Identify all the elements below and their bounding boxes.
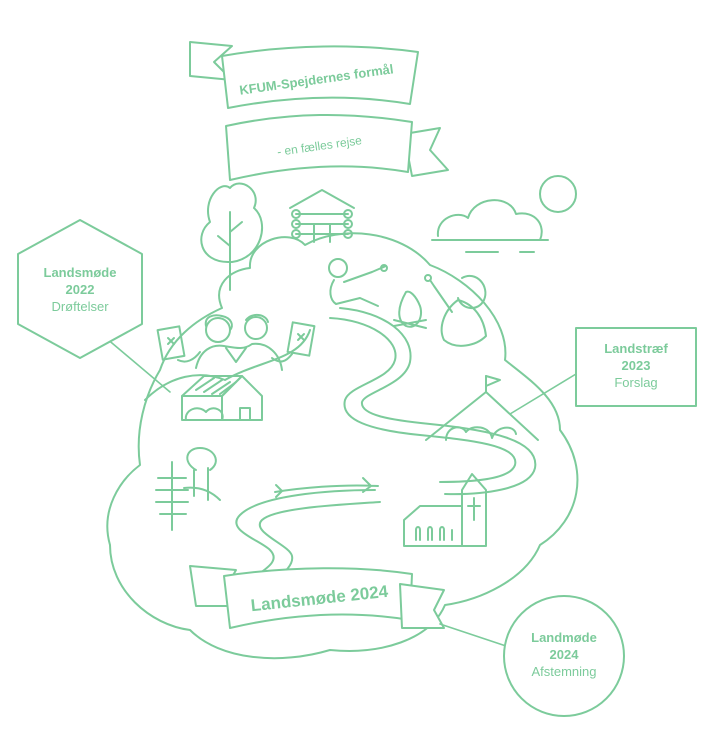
milestone-2023: Landstræf 2023 Forslag [575, 327, 697, 407]
milestone-2024: Landmøde 2024 Afstemning [503, 595, 625, 717]
connector-2023 [509, 373, 577, 415]
milestone-2023-year: 2023 [622, 358, 651, 373]
milestone-2022: Landsmøde 2022 Drøftelser [17, 219, 143, 359]
campfire-icon [393, 290, 427, 329]
connector-2024 [439, 623, 507, 647]
milestone-2022-title: Landsmøde [44, 265, 117, 280]
milestone-2022-label: Drøftelser [51, 299, 109, 314]
top-banner: KFUM-Spejdernes formål - en fælles rejse [189, 41, 449, 181]
child-right [424, 274, 487, 347]
tree-icon [200, 182, 263, 291]
child-left [328, 258, 388, 307]
connector-2022 [105, 337, 171, 393]
house-icon [181, 375, 263, 421]
river-bank-left [275, 484, 283, 498]
river-upper-2 [339, 307, 537, 496]
milestone-2024-label: Afstemning [531, 664, 596, 679]
bottom-banner: Landsmøde 2024 [189, 565, 445, 629]
milestone-2024-year: 2024 [550, 647, 580, 662]
church-icon [403, 473, 487, 547]
people-group [156, 314, 316, 371]
river-upper [329, 317, 517, 483]
cabin-icon [289, 189, 355, 243]
milestone-2023-title: Landstræf [604, 341, 668, 356]
tent-icon [425, 375, 539, 441]
river-lower [235, 489, 376, 591]
river-bank [274, 477, 379, 493]
milestone-2022-year: 2022 [66, 282, 95, 297]
milestone-2024-title: Landmøde [531, 630, 597, 645]
milestone-2023-label: Forslag [614, 375, 657, 390]
forest-icon [155, 447, 221, 531]
sun-icon [539, 175, 577, 213]
cloud-icon [431, 199, 549, 253]
inner-hill [144, 329, 311, 401]
flag-icon [485, 375, 501, 387]
